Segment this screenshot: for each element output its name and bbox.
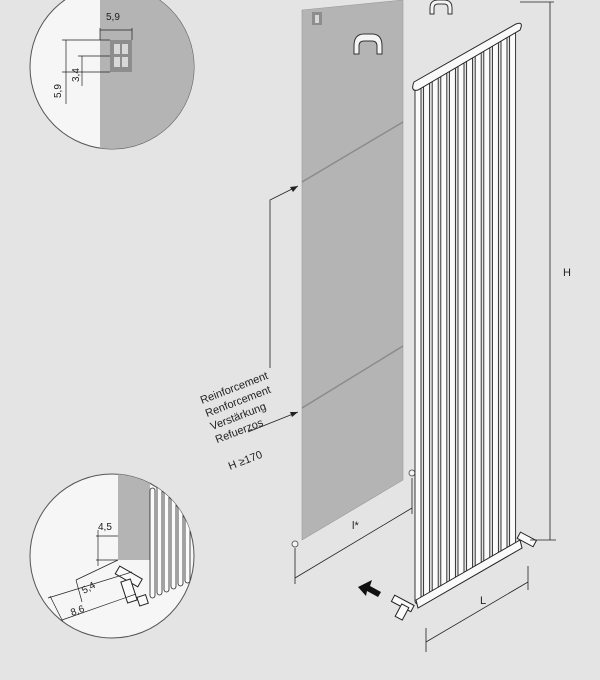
annotation-condition: H ≥170 (227, 449, 264, 473)
radiator-tube (440, 70, 448, 590)
reinforcement-seam-lower (301, 345, 404, 409)
detail-radiator-tube (156, 484, 163, 596)
radiator-tube (423, 80, 431, 600)
radiator-bottom-header (415, 539, 523, 609)
wall-panel (291, 0, 416, 548)
radiator-tube (483, 45, 491, 565)
reinforcement-seam-upper (301, 121, 404, 183)
detail-top-dim-inner: 3,4 (71, 68, 82, 82)
label-height: H (563, 267, 571, 279)
panel-fixing-point (408, 469, 416, 477)
detail-bottom-dim-b: 8,6 (69, 604, 86, 619)
detail-radiator-tube (177, 475, 184, 587)
detail-top: 5,9 5,9 3,4 (29, 0, 195, 150)
radiator-tube (500, 35, 508, 555)
radiator (390, 22, 538, 621)
detail-bottom: 4,5 5,4 8,6 (29, 473, 195, 639)
radiator-tube (466, 55, 474, 575)
reinforcement-annotation: Reinforcement Renforcement Verstärkung R… (199, 370, 273, 446)
reinforcement-leader (247, 185, 299, 433)
radiator-tubes (414, 30, 517, 605)
detail-radiator-tube (163, 481, 170, 593)
radiator-tube (509, 30, 517, 550)
radiator-tube (474, 50, 482, 570)
panel-bracket-slot (315, 15, 319, 23)
label-spacing: l* (352, 520, 359, 532)
detail-top-dim-width: 5,9 (106, 12, 120, 23)
radiator-tube (448, 65, 456, 585)
panel-fixing-point (291, 540, 299, 548)
detail-top-bracket (110, 40, 132, 72)
detail-radiator-tube (149, 487, 156, 599)
valve-left-icon (390, 594, 415, 621)
detail-radiator-tube (170, 478, 177, 590)
detail-bottom-dim-height: 4,5 (98, 522, 112, 533)
radiator-top-header (412, 22, 522, 91)
wall-hook-icon (353, 33, 383, 55)
detail-bottom-panel (118, 474, 150, 560)
radiator-tube (414, 85, 422, 605)
radiator-tube (431, 75, 439, 595)
detail-top-panel (100, 0, 194, 149)
radiator-tube (491, 40, 499, 560)
dimension-height (520, 1, 556, 541)
dimension-spacing (294, 478, 413, 584)
flow-direction-arrow-icon (358, 580, 381, 597)
wall-hook-icon (429, 0, 453, 15)
valve-right-icon (516, 531, 538, 548)
radiator-tube (457, 60, 465, 580)
detail-top-dim-height: 5,9 (53, 84, 64, 98)
dimension-length (425, 566, 529, 652)
label-length: L (480, 595, 486, 607)
panel-surface (301, 0, 404, 541)
